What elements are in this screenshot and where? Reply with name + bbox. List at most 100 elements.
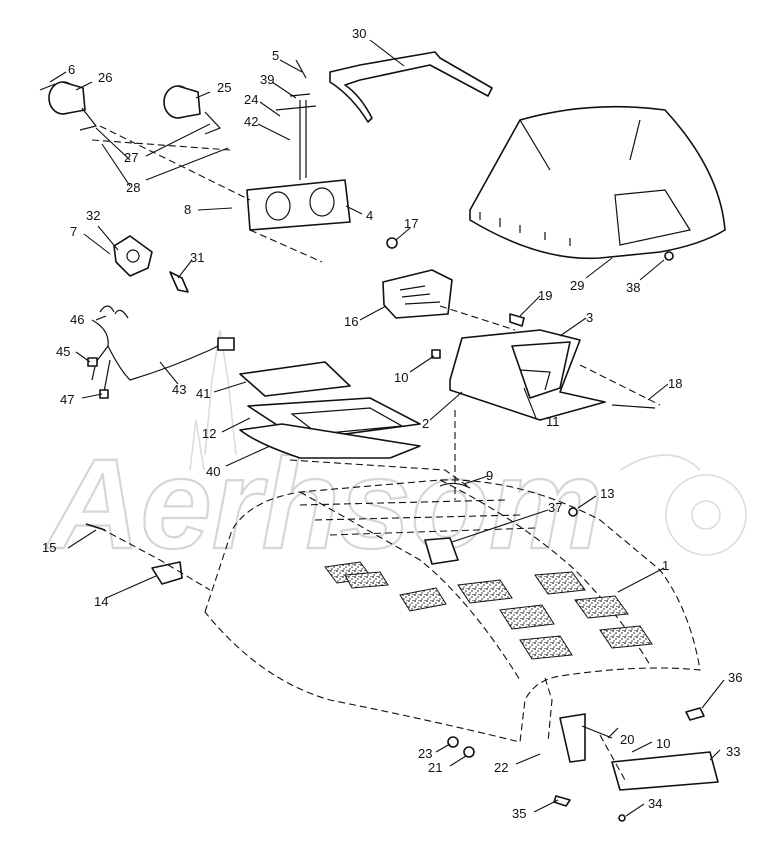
callout-24: 24 [244, 92, 258, 107]
vent-5 [574, 595, 629, 619]
callout-10b: 10 [656, 736, 670, 751]
gauge-26-body [62, 81, 86, 115]
callout-20: 20 [620, 732, 634, 747]
leader-40 [225, 445, 271, 467]
leader-8 [197, 207, 233, 211]
screw-13 [568, 507, 578, 517]
hardware [85, 59, 719, 822]
instrument-plate [246, 179, 351, 231]
panels [239, 361, 421, 459]
hood-ridge [299, 491, 521, 681]
callout-13: 13 [600, 486, 614, 501]
clips-5-24-39-42 [275, 59, 317, 111]
hood-side-edge [544, 677, 553, 743]
leader-24 [259, 101, 281, 117]
leader-45 [75, 351, 91, 363]
gauge-25-bracket [204, 111, 222, 135]
strap-body [329, 51, 493, 123]
vent-4 [534, 571, 586, 595]
leader-43 [159, 361, 179, 385]
leader-5 [279, 59, 303, 73]
callout-4: 4 [366, 208, 373, 223]
callout-38: 38 [626, 280, 640, 295]
callout-30: 30 [352, 26, 366, 41]
callout-34: 34 [648, 796, 662, 811]
console-inner-edge [519, 369, 551, 391]
leader-14 [105, 575, 157, 599]
leader-18 [647, 383, 669, 401]
assembly-lines [91, 125, 661, 781]
assembly-line-4 [249, 229, 323, 263]
hood-outline [204, 479, 701, 743]
watermark-spire [204, 329, 237, 456]
leader-34 [625, 803, 645, 817]
watermark-spire-small [189, 419, 205, 471]
instrument-plate-body [246, 179, 351, 231]
leader-23 [435, 743, 451, 753]
callout-12: 12 [202, 426, 216, 441]
bracket-14 [151, 561, 183, 585]
rivet-34 [618, 814, 626, 822]
harness-main [91, 319, 223, 381]
callout-28: 28 [126, 180, 140, 195]
callout-36: 36 [728, 670, 742, 685]
harness-branches [91, 345, 111, 393]
washer-9 [439, 482, 471, 489]
leader-46 [95, 315, 107, 321]
leader-11 [523, 387, 537, 419]
vent-8 [599, 625, 653, 649]
stem-rods [299, 100, 307, 180]
watermark-wheel-hub [691, 500, 721, 530]
leader-20 [581, 725, 613, 739]
callout-1: 1 [662, 558, 669, 573]
callout-32: 32 [86, 208, 100, 223]
panel-40 [239, 423, 421, 459]
screw-35 [553, 795, 571, 807]
leader-29 [585, 257, 613, 279]
vent-3 [344, 571, 389, 589]
callout-39: 39 [260, 72, 274, 87]
callout-45: 45 [56, 344, 70, 359]
windshield-tabs [479, 212, 571, 246]
leader-35 [533, 799, 559, 813]
harness-loop-a [114, 309, 129, 319]
bulb-17 [386, 237, 398, 249]
leader-38 [639, 259, 665, 281]
harness-loop-b [99, 305, 115, 313]
callout-42: 42 [244, 114, 258, 129]
gauge-26-bulb [39, 83, 56, 91]
assembly-line-16 [439, 305, 516, 331]
leader-9 [463, 475, 489, 485]
pin-10b [607, 727, 619, 739]
leader-25 [195, 91, 211, 99]
assembly-line-27 [99, 125, 251, 201]
callout-40: 40 [206, 464, 220, 479]
callout-47: 47 [60, 392, 74, 407]
wiring-harness [87, 305, 235, 399]
callout-25: 25 [217, 80, 231, 95]
hood-grille-lines [299, 499, 536, 536]
plate-hole-right [309, 187, 335, 217]
leader-15 [67, 529, 97, 549]
leader-17 [395, 227, 411, 241]
leader-36 [701, 679, 725, 709]
callout-16: 16 [344, 314, 358, 329]
gauge-bracket-text [399, 285, 441, 305]
leader-41 [213, 381, 247, 393]
leader-28 [101, 143, 229, 187]
console [449, 329, 606, 421]
leader-1 [617, 567, 665, 593]
assembly-line-15 [99, 527, 211, 591]
vent-6 [457, 579, 513, 604]
windshield-mount-plate [614, 189, 691, 246]
callout-10a: 10 [394, 370, 408, 385]
leader-27 [95, 123, 211, 161]
latch-33 [611, 751, 719, 791]
callout-17: 17 [404, 216, 418, 231]
callout-26: 26 [98, 70, 112, 85]
vent-9 [519, 635, 573, 660]
callout-6: 6 [68, 62, 75, 77]
leader-21 [449, 755, 467, 767]
